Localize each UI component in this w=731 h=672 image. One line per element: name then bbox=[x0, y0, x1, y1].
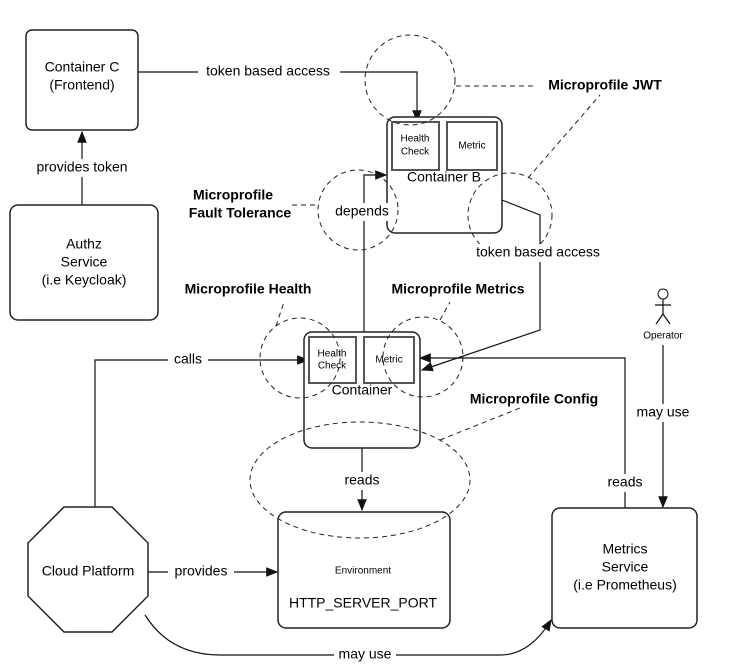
label-token-access-1: token based access bbox=[206, 63, 330, 79]
annotation-jwt: Microprofile JWT bbox=[548, 77, 662, 93]
health-leader bbox=[275, 301, 285, 327]
annotation-fault-2: Fault Tolerance bbox=[189, 205, 292, 221]
container-node: Health Check Metric Container bbox=[303, 331, 421, 449]
metrics-line-1: Metrics bbox=[602, 541, 647, 557]
container-title: Container bbox=[332, 382, 393, 398]
operator-actor: Operator bbox=[643, 288, 683, 342]
cloud-platform-node: Cloud Platform bbox=[27, 506, 149, 633]
config-ellipse bbox=[249, 421, 471, 539]
label-token-access-2: token based access bbox=[476, 244, 600, 260]
label-provides: provides bbox=[175, 563, 228, 579]
label-may-use-operator: may use bbox=[637, 404, 690, 420]
metrics-line-3: (i.e Prometheus) bbox=[573, 577, 676, 593]
container-c-subtitle: (Frontend) bbox=[49, 77, 114, 93]
operator-label: Operator bbox=[643, 331, 683, 342]
authz-node: Authz Service (i.e Keycloak) bbox=[9, 204, 159, 321]
jwt-leader-2 bbox=[527, 94, 601, 179]
annotation-health: Microprofile Health bbox=[185, 281, 312, 297]
metrics-circle bbox=[382, 316, 464, 398]
container-b-health-1: Health bbox=[401, 134, 430, 145]
jwt-circle bbox=[364, 34, 456, 126]
container-b-title: Container B bbox=[407, 169, 481, 185]
container-c-node: Container C (Frontend) bbox=[25, 29, 139, 131]
authz-line-3: (i.e Keycloak) bbox=[42, 272, 127, 288]
annotation-config: Microprofile Config bbox=[470, 391, 598, 407]
edge-reads-metrics bbox=[418, 353, 626, 508]
cloud-platform-title: Cloud Platform bbox=[42, 563, 135, 579]
label-calls: calls bbox=[174, 351, 202, 367]
metrics-line-2: Service bbox=[602, 559, 649, 575]
authz-line-2: Service bbox=[61, 254, 108, 270]
container-b-metric: Metric bbox=[458, 141, 485, 152]
metrics-leader bbox=[439, 301, 451, 321]
label-reads-env: reads bbox=[344, 472, 379, 488]
environment-title: Environment bbox=[335, 566, 391, 577]
health-circle bbox=[259, 317, 341, 399]
edge-calls bbox=[94, 355, 310, 540]
edge-token-access-2 bbox=[420, 199, 541, 372]
label-depends: depends bbox=[335, 203, 389, 219]
edge-depends bbox=[363, 170, 388, 333]
container-b-node: Health Check Metric Container B bbox=[386, 116, 503, 234]
environment-node: Environment HTTP_SERVER_PORT bbox=[277, 511, 451, 629]
container-health-2: Check bbox=[318, 361, 347, 372]
annotation-metrics: Microprofile Metrics bbox=[391, 281, 524, 297]
annotation-fault-1: Microprofile bbox=[193, 187, 273, 203]
metrics-service-node: Metrics Service (i.e Prometheus) bbox=[551, 507, 698, 629]
environment-var: HTTP_SERVER_PORT bbox=[289, 595, 438, 611]
config-leader bbox=[439, 407, 521, 441]
edge-may-use-bottom bbox=[144, 614, 552, 656]
label-reads-metrics: reads bbox=[607, 474, 642, 490]
container-c-title: Container C bbox=[45, 59, 120, 75]
label-may-use-bottom: may use bbox=[339, 646, 392, 662]
label-provides-token: provides token bbox=[36, 159, 127, 175]
container-health-1: Health bbox=[318, 349, 347, 360]
authz-line-1: Authz bbox=[66, 236, 102, 252]
container-b-health-2: Check bbox=[401, 147, 430, 158]
container-metric: Metric bbox=[375, 355, 402, 366]
fault-circle bbox=[317, 169, 399, 251]
